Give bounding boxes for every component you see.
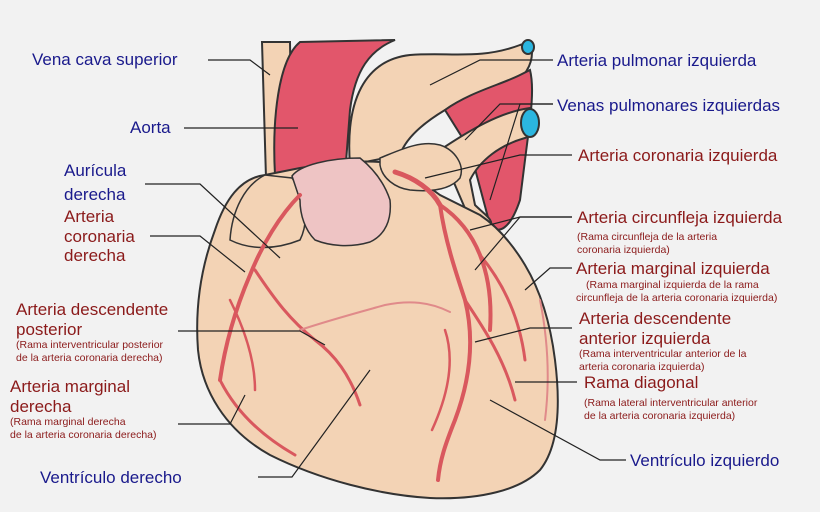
pulmonary-artery-opening [521, 39, 535, 55]
label-arteria-descendente-posterior: Arteria descendente posterior (Rama inte… [16, 300, 168, 365]
leader-lines [145, 59, 626, 478]
label-auricula-line2: derecha [64, 184, 126, 204]
atrium-shape [291, 157, 392, 247]
label-acd-line1: Arteria [64, 207, 115, 226]
label-adp-line1: Arteria descendente [16, 300, 169, 319]
label-venas-pulmonares-izquierdas: Venas pulmonares izquierdas [557, 96, 781, 115]
label-ami-line1: Arteria marginal izquierda [576, 259, 770, 278]
heart-body-shape [196, 160, 559, 500]
label-acfi-line1: Arteria circunfleja izquierda [577, 208, 783, 227]
label-aorta: Aorta [130, 118, 171, 137]
label-amd-sub2: de la arteria coronaria derecha) [10, 429, 157, 442]
label-rama-diagonal: Rama diagonal (Rama lateral interventric… [584, 373, 757, 423]
label-rd-line1: Rama diagonal [584, 373, 699, 392]
label-adai-line2: anterior izquierda [579, 328, 711, 348]
label-amd-line1: Arteria marginal [10, 377, 130, 396]
label-arteria-circunfleja-izquierda: Arteria circunfleja izquierda (Rama circ… [577, 208, 782, 257]
label-ami-sub2: circunfleja de la arteria coronaria izqu… [576, 291, 778, 304]
label-adai-line1: Arteria descendente [579, 309, 732, 328]
label-rd-sub1: (Rama lateral interventricular anterior [584, 396, 758, 409]
label-ami-sub1: (Rama marginal izquierda de la rama [586, 278, 759, 291]
label-auricula-derecha: Aurícula derecha [64, 161, 126, 204]
aorta-shape [273, 39, 396, 176]
pulmonary-vein-opening [520, 108, 540, 138]
label-adai-sub2: arteria coronaria izquierda) [579, 361, 705, 374]
label-adai-sub1: (Rama interventricular anterior de la [579, 348, 747, 361]
label-acd-line2: coronaria [64, 226, 135, 246]
label-rd-sub2: de la arteria coronaria izquierda) [584, 409, 736, 422]
coronary-arteries [218, 169, 549, 482]
label-adp-sub2: de la arteria coronaria derecha) [16, 352, 163, 365]
label-arteria-marginal-derecha: Arteria marginal derecha (Rama marginal … [10, 377, 157, 442]
label-acfi-sub2: coronaria izquierda) [577, 243, 670, 256]
label-arteria-coronaria-derecha: Arteria coronaria derecha [64, 207, 135, 266]
label-arteria-descendente-anterior-izquierda: Arteria descendente anterior izquierda (… [579, 309, 747, 374]
label-amd-sub1: (Rama marginal derecha [10, 416, 126, 429]
label-acd-line3: derecha [64, 246, 126, 266]
label-vena-cava-superior: Vena cava superior [32, 50, 178, 69]
label-amd-line2: derecha [10, 396, 72, 416]
left-pulmonary-veins-shape [438, 106, 537, 230]
label-ventriculo-derecho: Ventrículo derecho [40, 468, 182, 487]
label-auricula-line1: Aurícula [64, 161, 127, 180]
label-arteria-marginal-izquierda: Arteria marginal izquierda (Rama margina… [576, 259, 777, 305]
left-atrial-appendage-shape [379, 142, 462, 192]
label-adp-sub1: (Rama interventricular posterior [16, 339, 164, 352]
label-arteria-pulmonar-izquierda: Arteria pulmonar izquierda [557, 51, 757, 70]
label-acfi-sub1: (Rama circunfleja de la arteria [577, 230, 718, 243]
label-adp-line2: posterior [16, 319, 83, 339]
label-arteria-coronaria-izquierda: Arteria coronaria izquierda [578, 146, 778, 165]
label-ventriculo-izquierdo: Ventrículo izquierdo [630, 451, 780, 470]
